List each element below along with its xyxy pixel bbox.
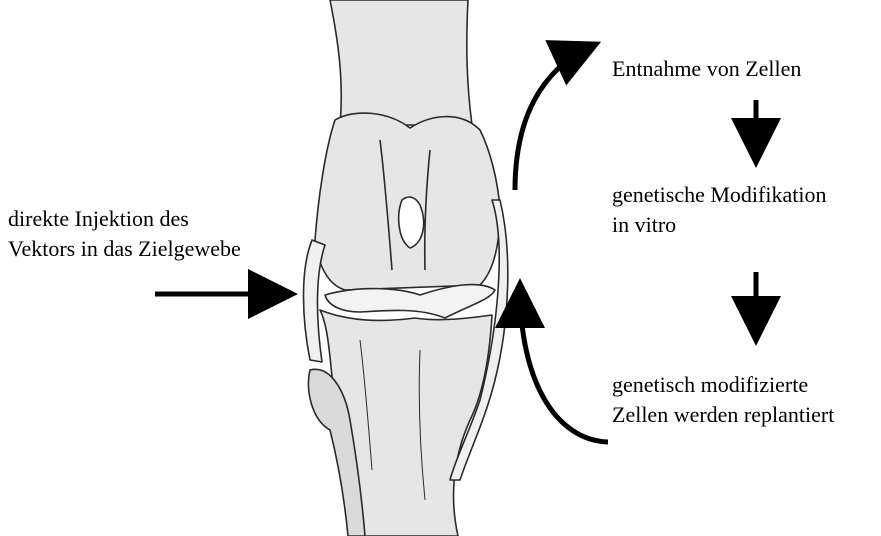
- intercondylar-notch: [399, 197, 424, 248]
- modification-label: genetische Modifikation in vitro: [612, 180, 826, 240]
- replant-label: genetisch modifizierte Zellen werden rep…: [612, 370, 834, 430]
- removal-label: Entnahme von Zellen: [612, 54, 801, 84]
- modification-line-1: genetische Modifikation: [612, 180, 826, 210]
- femur-shaft: [330, 0, 472, 125]
- removal-line-1: Entnahme von Zellen: [612, 54, 801, 84]
- medial-ligament: [304, 240, 326, 362]
- replant-curved-arrow: [520, 288, 608, 442]
- replant-line-1: genetisch modifizierte: [612, 370, 834, 400]
- knee-joint-illustration: [304, 0, 508, 536]
- injection-label: direkte Injektion des Vektors in das Zie…: [8, 204, 241, 264]
- meniscus: [325, 285, 495, 318]
- replant-line-2: Zellen werden replantiert: [612, 400, 834, 430]
- removal-curved-arrow: [515, 46, 592, 190]
- modification-line-2: in vitro: [612, 210, 826, 240]
- injection-line-2: Vektors in das Zielgewebe: [8, 234, 241, 264]
- injection-line-1: direkte Injektion des: [8, 204, 241, 234]
